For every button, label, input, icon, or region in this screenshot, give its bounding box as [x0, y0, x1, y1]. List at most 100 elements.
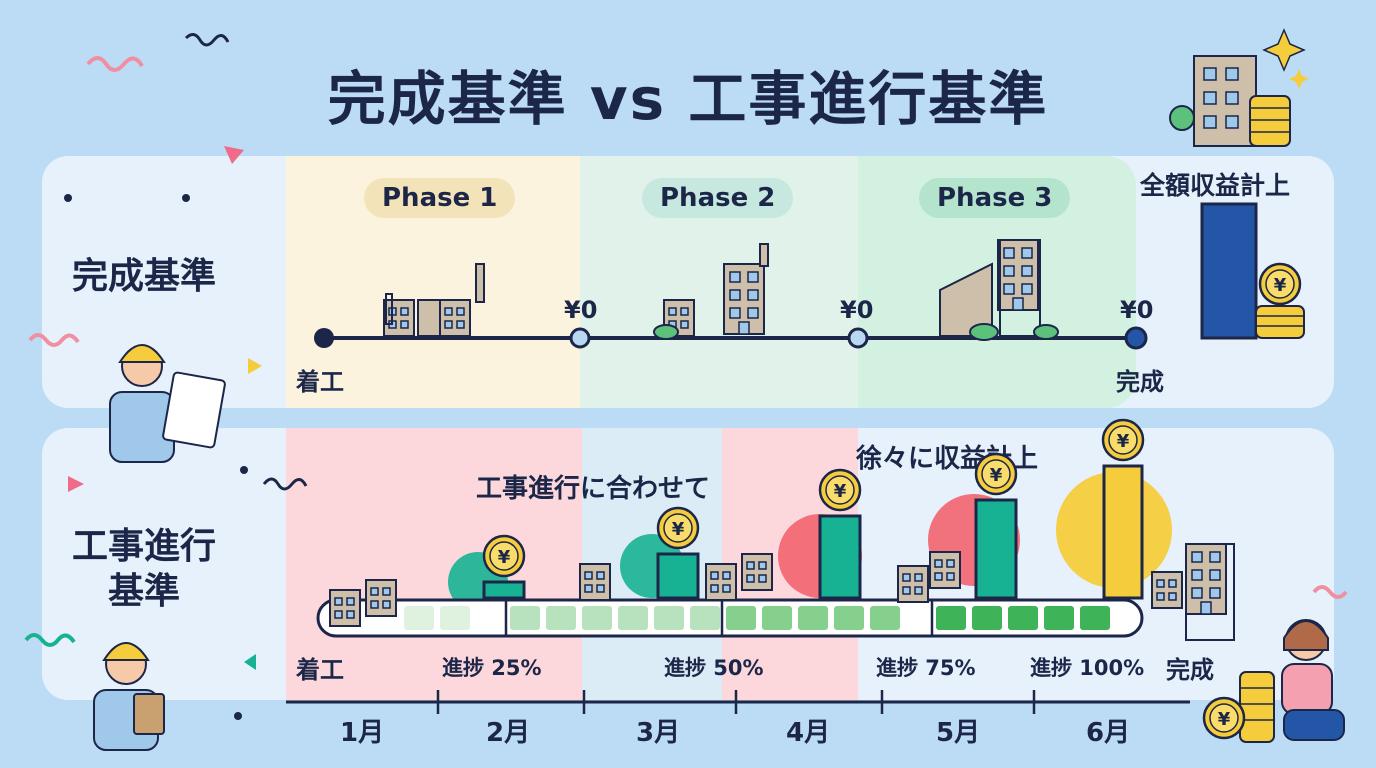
coin-symbol: ¥: [498, 547, 511, 568]
phase-1-pill: Phase 1: [364, 178, 516, 218]
zero-revenue-label-2: ¥0: [840, 296, 874, 324]
building-early-icon: [579, 563, 611, 601]
progress-label-50: 進捗 50%: [664, 656, 764, 680]
dot-decoration-icon: [64, 194, 72, 202]
month-label-3: 3月: [636, 718, 681, 748]
completion-end-marker: [1124, 326, 1148, 350]
phase-3-pill: Phase 3: [919, 178, 1071, 218]
progress-label-25: 進捗 25%: [442, 656, 542, 680]
revenue-bar-3: [818, 514, 862, 600]
completion-row-label: 完成基準: [72, 256, 217, 297]
yen-coin-icon: ¥: [1101, 418, 1145, 462]
month-label-6: 6月: [1086, 718, 1131, 748]
triangle-decoration-icon: [68, 476, 84, 492]
percentage-row-label-line2: 基準: [108, 571, 181, 612]
month-1-band: [286, 428, 582, 700]
page-title: 完成基準 vs 工事進行基準: [327, 65, 1049, 133]
month-axis-ticks: [436, 690, 1036, 714]
sparkle-icon: [1289, 69, 1309, 89]
progress-label-100: 進捗 100%: [1030, 656, 1145, 680]
progress-cell: [798, 606, 828, 630]
building-under-construction-icon: [383, 263, 485, 337]
yen-coin-icon: ¥: [818, 468, 862, 512]
dot-decoration-icon: [240, 466, 248, 474]
revenue-bar-2: [656, 552, 700, 600]
progress-label-75: 進捗 75%: [876, 656, 976, 680]
revenue-bars: ¥ ¥ ¥ ¥ ¥: [482, 418, 1145, 600]
completion-start-label: 着工: [296, 368, 344, 396]
yen-coin-icon: ¥: [1202, 696, 1246, 740]
building-partial-icon: [653, 243, 769, 340]
building-near-complete-icon: [939, 239, 1059, 341]
progress-cell: [870, 606, 900, 630]
progress-cell: [404, 606, 434, 630]
completion-end-label: 完成: [1116, 368, 1164, 396]
coin-symbol: ¥: [1218, 709, 1231, 730]
zero-revenue-label-1: ¥0: [564, 296, 598, 324]
revenue-bar-5: [1102, 464, 1144, 600]
building-mid-icon: [705, 553, 773, 601]
month-label-4: 4月: [786, 718, 831, 748]
coin-symbol: ¥: [1274, 275, 1287, 296]
triangle-decoration-icon: [224, 146, 244, 164]
month-label-1: 1月: [340, 718, 385, 748]
progress-cell: [618, 606, 648, 630]
dot-decoration-icon: [234, 712, 242, 720]
woman-coins-icon: [1239, 619, 1345, 743]
progress-cells: [404, 606, 1110, 630]
progress-cell: [972, 606, 1002, 630]
annotation-with-progress: 工事進行に合わせて: [476, 474, 711, 504]
yen-coin-icon: ¥: [974, 452, 1018, 496]
building-late-icon: [897, 551, 961, 603]
coin-symbol: ¥: [834, 481, 847, 502]
completion-start-marker: [314, 328, 334, 348]
yen-coin-icon: ¥: [656, 506, 700, 550]
zero-revenue-marker-2: [847, 327, 869, 349]
squiggle-decoration-icon: [24, 633, 76, 647]
coin-symbol: ¥: [1117, 431, 1130, 452]
full-revenue-bar: [1200, 202, 1258, 340]
progress-cell: [936, 606, 966, 630]
yen-coin-icon: ¥: [482, 534, 526, 578]
coin-stack-icon: [1255, 305, 1305, 339]
squiggle-decoration-icon: [184, 33, 230, 47]
progress-cell: [510, 606, 540, 630]
sparkle-icon: [1262, 28, 1306, 72]
squiggle-decoration-icon: [262, 477, 308, 491]
full-revenue-annotation: 全額収益計上: [1140, 171, 1291, 200]
percentage-row-label: 工事進行 基準: [72, 524, 216, 614]
progress-cell: [582, 606, 612, 630]
building-coins-icon: [1169, 55, 1291, 147]
squiggle-decoration-icon: [86, 56, 144, 72]
triangle-decoration-icon: [244, 654, 256, 670]
squiggle-decoration-icon: [28, 333, 80, 347]
worker-clipboard-icon: [109, 344, 226, 463]
month-label-5: 5月: [936, 718, 981, 748]
progress-cell: [440, 606, 470, 630]
phase-2-pill: Phase 2: [642, 178, 794, 218]
squiggle-decoration-icon: [1312, 585, 1348, 599]
progress-cell: [546, 606, 576, 630]
yen-coin-icon: ¥: [1258, 262, 1302, 306]
percentage-end-label: 完成: [1166, 656, 1214, 684]
progress-cell: [726, 606, 756, 630]
dot-decoration-icon: [182, 194, 190, 202]
progress-cell: [1008, 606, 1038, 630]
building-complete-icon: [1151, 543, 1235, 641]
progress-cell: [762, 606, 792, 630]
percentage-row-label-line1: 工事進行: [72, 526, 217, 567]
coin-symbol: ¥: [990, 465, 1003, 486]
triangle-decoration-icon: [248, 358, 262, 374]
coin-symbol: ¥: [672, 519, 685, 540]
month-label-2: 2月: [486, 718, 531, 748]
progress-cell: [1044, 606, 1074, 630]
revenue-bar-4: [974, 498, 1018, 600]
zero-revenue-marker-1: [569, 327, 591, 349]
worker-planner-icon: [93, 642, 165, 751]
progress-cell: [690, 606, 720, 630]
percentage-start-label: 着工: [296, 656, 344, 684]
progress-cell: [1080, 606, 1110, 630]
zero-revenue-label-3: ¥0: [1120, 296, 1154, 324]
revenue-bar-1: [482, 580, 526, 600]
